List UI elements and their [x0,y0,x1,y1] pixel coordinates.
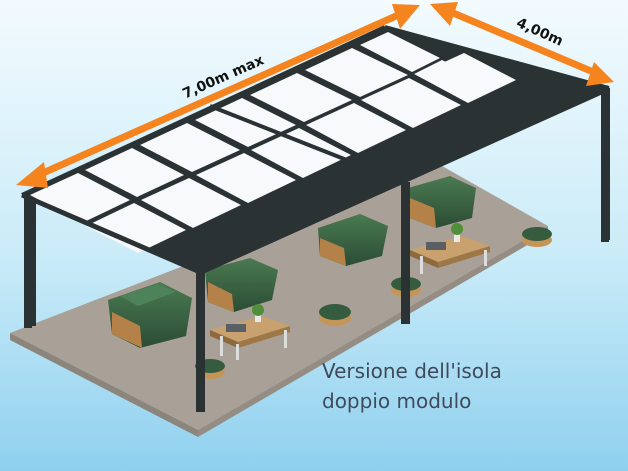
floor-slab-edge-right [198,226,548,437]
floor-slab [10,166,548,430]
pouf [522,227,552,247]
caption-line-1: Versione dell'isola [322,359,502,383]
side-beam [384,25,610,90]
pouf [319,304,351,326]
front-beam [21,192,201,275]
caption-line-2: doppio modulo [322,389,472,413]
roof-panel [360,32,440,72]
caption: Versione dell'isola doppio modulo [322,356,622,416]
roof-panel [85,148,184,197]
arrowhead-top [430,2,458,26]
length-dimension-arrow [16,4,420,188]
roof-panel [140,123,240,172]
floor-slab-edge [10,333,198,437]
coffee-table [210,304,290,360]
roof-panel [305,48,408,97]
back-beam [21,25,386,197]
width-dimension-arrow [430,2,614,86]
roof-panel [250,73,352,122]
armchair [408,176,476,228]
post-back-far [24,196,32,328]
arrowhead-right [392,4,420,29]
roof-panel [30,173,130,223]
front-beam [198,85,611,275]
post-front-middle [401,182,410,324]
roof-panel [141,178,241,228]
roof-panel [86,203,186,253]
armchair [108,282,192,348]
roof-panel [196,153,296,203]
middle-beam [209,104,406,185]
roof-panel [414,60,494,100]
roof-panel [306,103,406,153]
post-front-right [602,88,610,240]
post-front-left [196,272,205,412]
armchair [318,214,388,266]
roof-panel [251,128,351,178]
arrowhead-bottom [586,62,614,86]
roof-panel [361,78,461,128]
arrowhead-left [16,162,48,188]
armchair [205,258,278,312]
coffee-table [410,223,490,274]
